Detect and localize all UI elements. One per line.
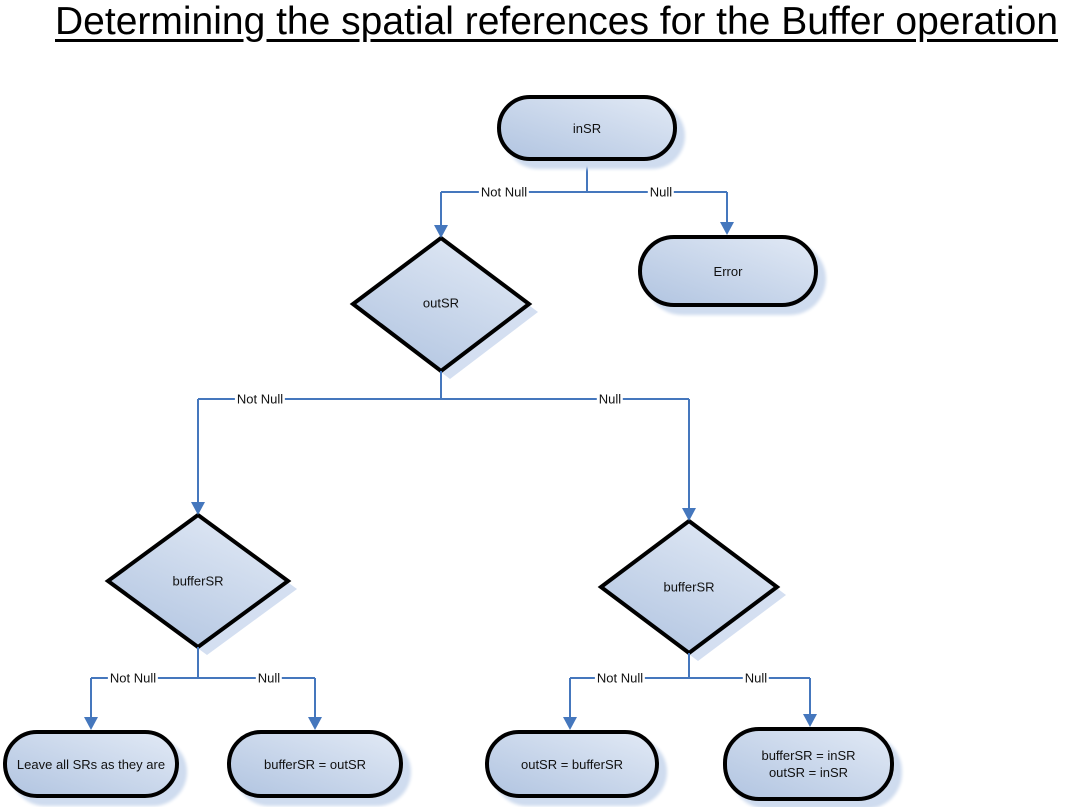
edge-label-outsr-notnull: Not Null [234,391,286,407]
node-insr-label: inSR [572,120,602,136]
edge-label-buffersr-left-null: Null [255,670,283,686]
arrowhead-outsr [434,225,448,238]
arrowhead-buffersr-eq-outsr [308,717,322,730]
arrowhead-buffersr-left [191,502,205,515]
edge-label-buffersr-left-notnull: Not Null [107,670,159,686]
edge-label-buffersr-right-null: Null [742,670,770,686]
page-title: Determining the spatial references for t… [55,0,1059,43]
decision-buffersr-right-label: bufferSR [663,579,715,595]
node-leave-all-srs-label: Leave all SRs as they are [16,756,166,772]
node-outsr-eq-buffersr: outSR = bufferSR [485,730,659,798]
arrowhead-error [720,222,734,235]
decision-outsr-label: outSR [422,295,460,311]
node-buffersr-insr-line2: outSR = inSR [768,765,849,780]
edge-label-insr-notnull: Not Null [478,184,530,200]
node-buffersr-eq-outsr-label: bufferSR = outSR [263,756,366,772]
edge-label-outsr-null: Null [596,391,624,407]
node-leave-all-srs: Leave all SRs as they are [3,730,179,798]
node-buffersr-insr-line1: bufferSR = inSR [761,748,856,763]
edge-label-buffersr-right-notnull: Not Null [594,670,646,686]
node-error: Error [638,235,818,307]
node-outsr-eq-buffersr-label: outSR = bufferSR [520,756,623,772]
arrowhead-leave-all [84,717,98,730]
arrowhead-buffersr-insr [803,714,817,727]
arrowhead-outsr-eq-buffersr [563,717,577,730]
node-buffersr-eq-outsr: bufferSR = outSR [227,730,403,798]
arrowhead-buffersr-right [682,508,696,521]
node-buffersr-insr-outsr-insr: bufferSR = inSR outSR = inSR [723,727,894,801]
node-insr: inSR [497,95,677,161]
edge-label-insr-null: Null [647,184,675,200]
node-error-label: Error [713,263,743,279]
decision-buffersr-left-label: bufferSR [172,573,224,589]
arrowheads [84,222,817,730]
